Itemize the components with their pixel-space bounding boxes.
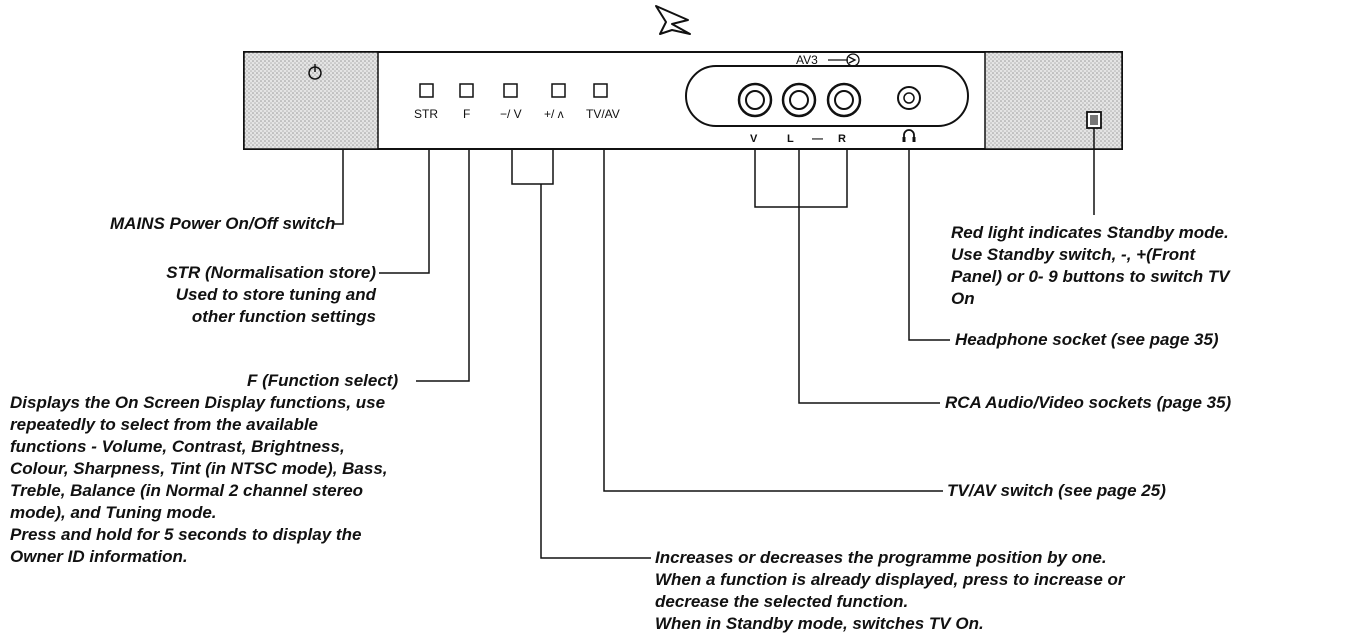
minus-v-button-label: −/ V (500, 107, 522, 121)
av3-title: AV3 (796, 53, 860, 67)
mains-callout: MAINS Power On/Off switch (110, 214, 336, 233)
f-callout-body: Displays the On Screen Display functions… (10, 393, 388, 566)
headphone-leader (908, 149, 950, 341)
rca-callout: RCA Audio/Video sockets (page 35) (945, 393, 1232, 412)
str-button[interactable] (419, 83, 434, 98)
minus-v-button[interactable] (503, 83, 518, 98)
headphone-callout: Headphone socket (see page 35) (955, 330, 1219, 349)
left-speaker-grille (243, 51, 379, 150)
svg-text:AV3: AV3 (796, 53, 818, 67)
direction-arrow-icon (655, 5, 691, 35)
f-button[interactable] (459, 83, 474, 98)
str-button-label: STR (414, 107, 438, 121)
rca-audio-right-socket[interactable] (826, 82, 862, 118)
str-leader (379, 149, 430, 274)
socket-label-v: V (750, 133, 758, 145)
headphone-icon (902, 129, 916, 142)
programme-callout: Increases or decreases the programme pos… (655, 548, 1125, 633)
tvav-callout: TV/AV switch (see page 25) (947, 481, 1166, 500)
panel-body (243, 51, 1123, 150)
leader-lines (333, 128, 1095, 559)
av3-socket-panel (685, 65, 969, 127)
socket-label-r: R (838, 133, 846, 145)
rca-leader (798, 207, 940, 404)
plus-up-button[interactable] (551, 83, 566, 98)
f-callout-title: F (Function select) (247, 371, 399, 390)
right-speaker-grille (984, 51, 1123, 150)
f-button-label: F (463, 107, 470, 121)
headphone-socket[interactable] (897, 86, 921, 110)
socket-label-dash: — (812, 133, 823, 145)
f-leader (416, 149, 470, 382)
tvav-button[interactable] (593, 83, 608, 98)
minus-plus-bracket (511, 148, 554, 185)
power-icon (308, 64, 322, 80)
str-callout: STR (Normalisation store) Used to store … (166, 263, 376, 326)
rca-bracket (754, 149, 848, 208)
socket-label-l: L (787, 133, 794, 145)
tvav-button-label: TV/AV (586, 107, 620, 121)
mains-leader (333, 149, 344, 225)
rca-audio-left-socket[interactable] (781, 82, 817, 118)
red-light-callout: Red light indicates Standby mode. Use St… (951, 223, 1230, 308)
rca-video-socket[interactable] (737, 82, 773, 118)
tvav-leader (603, 149, 943, 492)
plus-up-button-label: +/ ʌ (544, 107, 564, 121)
programme-leader (540, 184, 651, 559)
